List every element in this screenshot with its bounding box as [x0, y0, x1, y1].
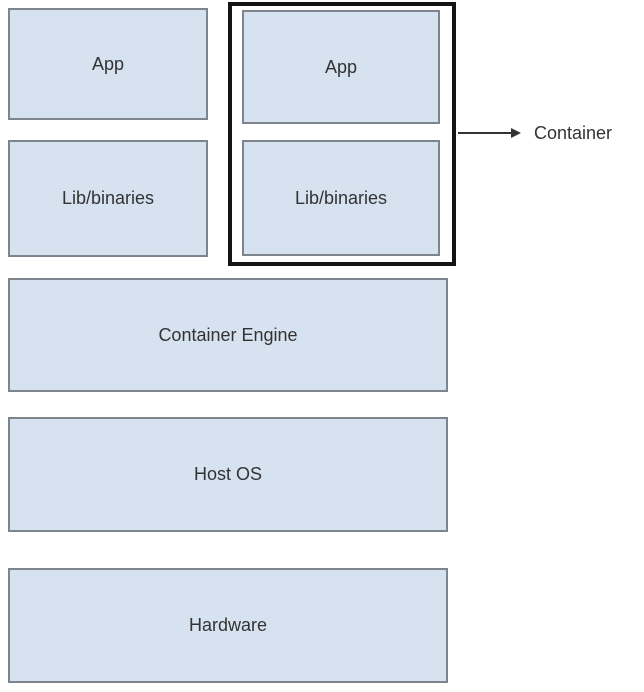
host-os-box: Host OS	[8, 417, 448, 532]
container-boundary-box: App Lib/binaries	[228, 2, 456, 266]
container-callout-label: Container	[534, 123, 613, 143]
hardware-box: Hardware	[8, 568, 448, 683]
container-engine-box: Container Engine	[8, 278, 448, 392]
container-lib-binaries-box: Lib/binaries	[242, 140, 440, 256]
container-app-box: App	[242, 10, 440, 124]
callout-arrow-head-icon	[511, 128, 521, 138]
callout-arrow-line	[458, 132, 512, 134]
host-app-box: App	[8, 8, 208, 120]
host-lib-binaries-box: Lib/binaries	[8, 140, 208, 257]
